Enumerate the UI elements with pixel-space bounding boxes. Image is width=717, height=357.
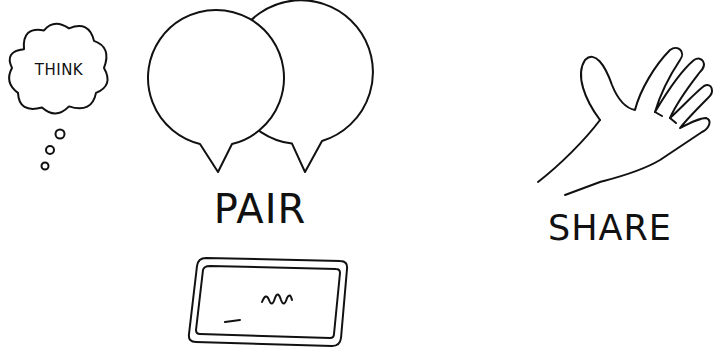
- thought-cloud: THINK: [4, 18, 114, 122]
- hand-outline: [565, 48, 712, 195]
- thought-dot: [56, 130, 65, 139]
- speech-bubble: [148, 10, 284, 172]
- cloud-outline: [9, 24, 107, 114]
- scribble: [262, 294, 292, 303]
- tablet-screen: [196, 266, 340, 338]
- scribble: [225, 320, 240, 322]
- thought-dot: [46, 146, 54, 154]
- finger-crease: [655, 112, 676, 123]
- hand-outline: [538, 120, 600, 182]
- thought-dot: [42, 163, 49, 170]
- step-label: PAIR: [185, 186, 335, 232]
- step-label: SHARE: [540, 208, 680, 248]
- tablet-outline: [189, 258, 347, 346]
- node-text: THINK: [35, 61, 83, 79]
